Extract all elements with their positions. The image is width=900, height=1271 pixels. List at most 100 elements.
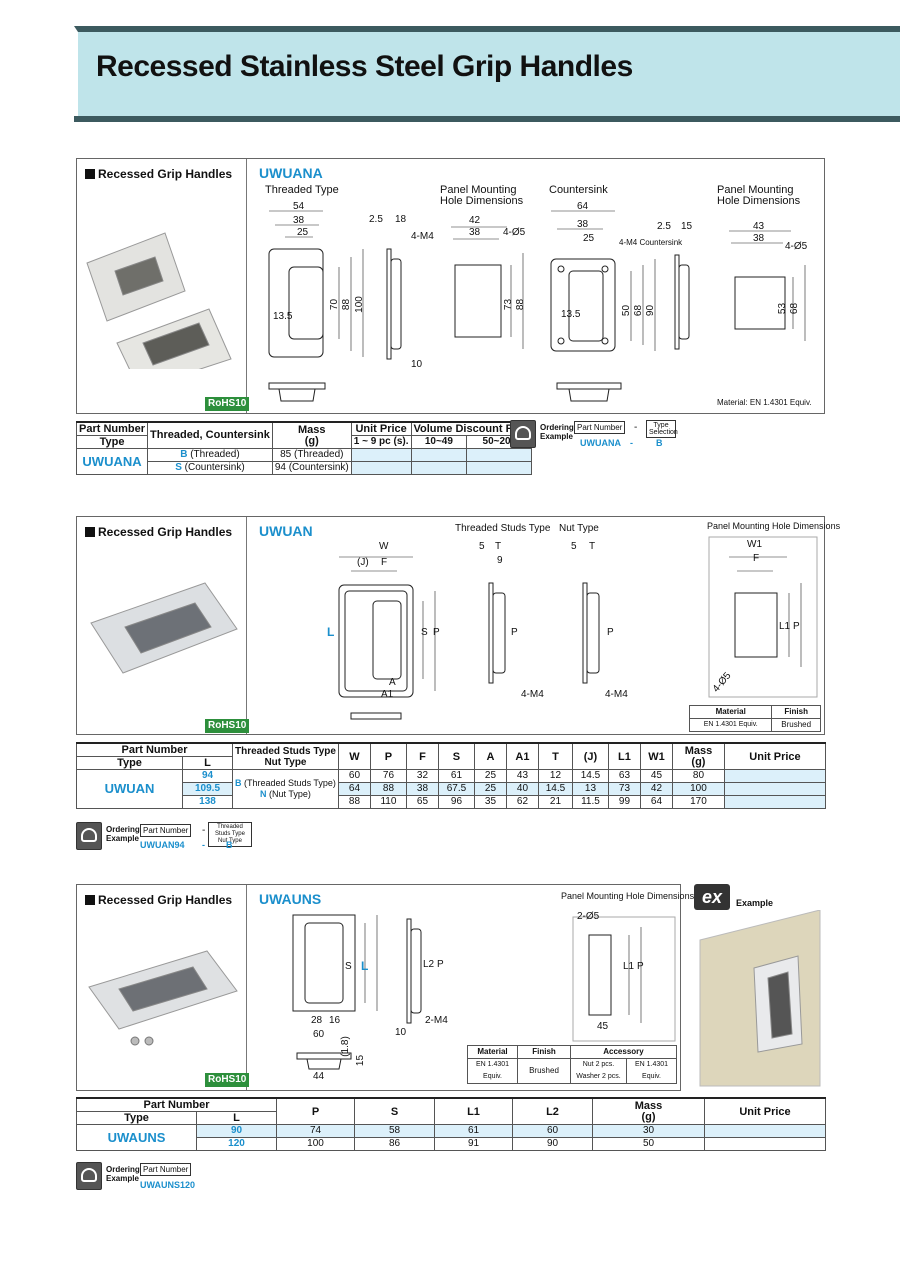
series-code: UWUAN <box>259 523 313 539</box>
material-note: Material: EN 1.4301 Equiv. <box>717 398 812 407</box>
th-unit-price: Unit Price <box>350 421 412 436</box>
dim-2-5: 2.5 <box>369 214 383 225</box>
example-panel: ex Example <box>694 884 824 1090</box>
dim-90: 90 <box>645 304 657 317</box>
example-label: Example <box>736 898 774 908</box>
price-cell <box>466 448 533 462</box>
dim-53: 53 <box>777 302 789 315</box>
studs-type-label: Threaded Studs Type <box>455 523 551 534</box>
section-uwuana: Recessed Grip Handles RoHS10 UWUANA Thre… <box>76 158 825 414</box>
dim-10: 10 <box>411 359 423 370</box>
uwuan-front-drawing <box>338 556 436 720</box>
panel-hole-drawing-2 <box>729 230 806 341</box>
uwauns-side-drawing <box>406 918 422 1024</box>
rohs-badge: RoHS10 <box>205 397 250 411</box>
order-value-type: B <box>656 438 663 448</box>
dim-13-5b: 13.5 <box>561 309 581 320</box>
phone-icon <box>76 822 102 850</box>
dim-68: 68 <box>633 304 645 317</box>
threaded-bottom-drawing <box>268 382 326 402</box>
section-uwauns: Recessed Grip Handles RoHS10 UWAUNS Pane… <box>76 884 694 1091</box>
series-code: UWAUNS <box>259 891 322 907</box>
th-qty-1: 1 ~ 9 pc (s). <box>350 435 412 449</box>
spec-table-uwauns: Part Number P S L1 L2 Mass(g) Unit Price… <box>76 1097 826 1151</box>
product-photo <box>90 582 238 674</box>
page-title: Recessed Stainless Steel Grip Handles <box>96 50 633 83</box>
dim-a1: A1 <box>381 689 394 700</box>
option-threaded: B (Threaded) <box>147 448 273 462</box>
spec-table-uwuana: Part Number Threaded, Countersink Mass(g… <box>75 421 533 475</box>
dim-15: 15 <box>681 221 693 232</box>
dim-38b: 38 <box>469 227 481 238</box>
dim-13-5: 13.5 <box>273 311 293 322</box>
product-photo-panel: Recessed Grip Handles RoHS10 <box>77 885 250 1090</box>
th-qty-2: 10~49 <box>410 435 468 449</box>
product-photo-panel: Recessed Grip Handles RoHS10 <box>77 517 250 734</box>
dim-38c: 38 <box>577 219 589 230</box>
section-uwuan: Recessed Grip Handles RoHS10 UWUAN Threa… <box>76 516 840 735</box>
countersink-front-drawing <box>550 210 656 352</box>
dim-73: 73 <box>503 298 515 311</box>
mass-threaded: 85 (Threaded) <box>271 448 352 462</box>
price-cell <box>704 1124 826 1138</box>
countersink-label: Countersink <box>549 184 608 196</box>
table-row: UWUAN 94 B (Threaded Studs Type)N (Nut T… <box>76 769 827 809</box>
dim-j: (J) <box>357 557 369 568</box>
dim-4-m4-countersink: 4-M4 Countersink <box>619 238 683 247</box>
order-value-part: UWUAN94 <box>140 840 185 850</box>
dim-64: 64 <box>577 201 589 212</box>
dim-18: 18 <box>395 214 407 225</box>
dim-70: 70 <box>329 298 341 311</box>
rohs-badge: RoHS10 <box>205 719 250 733</box>
order-box-part-number: Part Number <box>140 1163 192 1176</box>
dim-68b: 68 <box>789 302 801 315</box>
dim-38: 38 <box>293 215 305 226</box>
product-photo <box>88 950 238 1046</box>
mass-countersink: 94 (Countersink) <box>271 461 352 475</box>
header-bar <box>74 116 900 122</box>
dim-54: 54 <box>293 201 305 212</box>
panel-hole-label: Panel Mounting Hole Dimensions <box>440 184 524 207</box>
th-threaded: Threaded, Countersink <box>147 421 273 449</box>
panel-hole-label-2: Panel Mounting Hole Dimensions <box>717 184 801 207</box>
order-value-part: UWUANA <box>580 438 621 448</box>
order-box-part-number: Part Number <box>140 824 192 837</box>
dim-p: P <box>433 627 440 638</box>
order-value-type: B <box>226 840 233 850</box>
uwauns-panel-hole-drawing <box>572 916 676 1042</box>
price-cell <box>350 448 412 462</box>
dim-l: L <box>327 625 335 639</box>
dim-100: 100 <box>353 296 365 313</box>
dim-4-h5: 4-Ø5 <box>503 227 526 238</box>
dim-43: 43 <box>753 221 765 232</box>
panel-hole-drawing <box>708 536 818 698</box>
threaded-side-drawing <box>386 248 402 360</box>
panel-hole-drawing-1 <box>451 226 524 349</box>
dim-f: F <box>381 557 388 568</box>
price-cell <box>410 461 468 475</box>
price-cell <box>410 448 468 462</box>
studs-side-drawing <box>488 582 506 684</box>
nut-side-drawing <box>582 582 600 684</box>
series-code: UWUANA <box>259 165 323 181</box>
price-cell <box>723 782 827 796</box>
option-countersink: S (Countersink) <box>147 461 273 475</box>
panel-hole-label: Panel Mounting Hole Dimensions <box>561 891 695 901</box>
dim-s: S <box>421 627 428 638</box>
price-cell <box>723 795 827 809</box>
dim-25c: 25 <box>583 233 595 244</box>
order-box-part-number: Part Number <box>574 421 626 434</box>
phone-icon <box>76 1162 102 1190</box>
dim-88: 88 <box>341 298 353 311</box>
rohs-badge: RoHS10 <box>205 1073 250 1087</box>
dim-88b: 88 <box>515 298 527 311</box>
